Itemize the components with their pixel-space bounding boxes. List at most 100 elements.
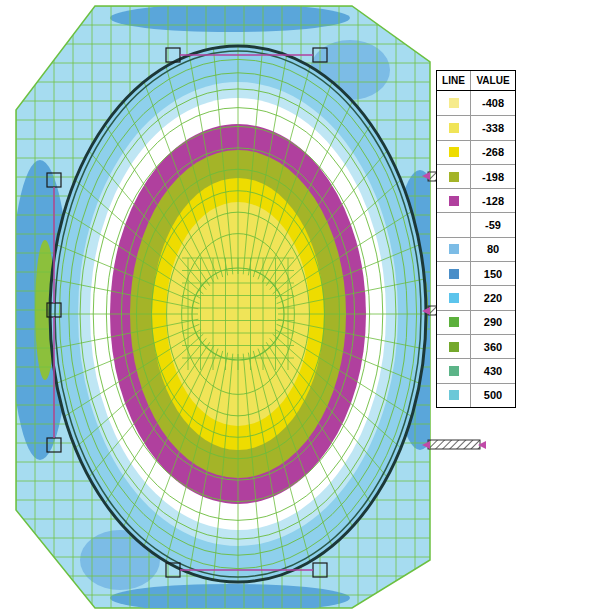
- mesh-line: [35, 0, 36, 615]
- mesh-line: [75, 334, 203, 448]
- outer-band: [50, 46, 426, 582]
- legend-row: 220: [437, 285, 515, 309]
- legend-row: 500: [437, 383, 515, 407]
- mesh-line: [213, 48, 232, 274]
- legend-swatch: [449, 98, 459, 108]
- mesh-line: [0, 25, 440, 26]
- legend-value: 360: [484, 341, 502, 353]
- legend-value: 150: [484, 268, 502, 280]
- mesh-line: [273, 334, 401, 448]
- mesh-line: [273, 180, 401, 294]
- legend-header: LINE VALUE: [437, 71, 515, 91]
- mesh-line: [89, 151, 206, 290]
- mesh-line: [262, 101, 352, 282]
- mesh-ring: [50, 46, 426, 582]
- mesh-line: [105, 342, 210, 503]
- mesh-line: [250, 258, 251, 370]
- edge-stress-patches: [10, 4, 450, 612]
- bolt-marks: [47, 48, 327, 577]
- mesh-line: [253, 351, 310, 562]
- legend-swatch: [449, 172, 459, 182]
- mesh-line: [243, 354, 262, 580]
- legend-row: 150: [437, 261, 515, 285]
- mesh-line: [266, 342, 371, 503]
- mesh-line: [144, 349, 218, 546]
- mesh-line: [16, 0, 17, 615]
- mesh-line: [266, 124, 371, 285]
- mesh-line: [278, 314, 426, 315]
- mesh-line: [182, 333, 294, 334]
- mesh-line: [278, 279, 425, 309]
- mesh-line: [270, 338, 387, 477]
- legend-value: 80: [487, 243, 499, 255]
- legend-row: -128: [437, 188, 515, 212]
- mesh-line: [275, 258, 276, 370]
- legend-value: -128: [482, 195, 504, 207]
- mesh-line: [105, 124, 210, 285]
- mesh-line: [182, 283, 294, 284]
- mesh-line: [238, 258, 239, 370]
- legend-value: -408: [482, 97, 504, 109]
- mesh-line: [144, 82, 218, 279]
- legend-table: LINE VALUE -408 -338 -268 -198 -128 -59 80 150 220…: [436, 70, 516, 408]
- column-header: VALUE: [476, 75, 509, 86]
- legend-swatch: [449, 220, 459, 230]
- legend-row: 290: [437, 310, 515, 334]
- mesh-line: [270, 151, 387, 290]
- mesh-line: [182, 295, 294, 296]
- mesh-line: [243, 48, 262, 274]
- mesh-line: [166, 351, 223, 562]
- mesh-line: [238, 46, 239, 274]
- legend-row: 80: [437, 237, 515, 261]
- legend-value: 290: [484, 316, 502, 328]
- legend-swatch: [449, 147, 459, 157]
- seal-line: [50, 46, 426, 582]
- legend-swatch: [449, 196, 459, 206]
- mesh-line: [248, 353, 286, 573]
- mesh-line: [0, 6, 440, 7]
- mesh-line: [238, 354, 239, 582]
- support-lines: [54, 55, 313, 570]
- seal-line: [55, 51, 421, 577]
- legend-value: -338: [482, 122, 504, 134]
- mesh-line: [213, 354, 232, 580]
- column-header: LINE: [442, 75, 465, 86]
- legend-row: -268: [437, 140, 515, 164]
- mesh-line: [189, 55, 227, 275]
- legend-value: -198: [482, 171, 504, 183]
- mesh-line: [182, 270, 294, 271]
- legend-swatch: [449, 342, 459, 352]
- mesh-line: [288, 258, 289, 370]
- plate-outline: [16, 6, 430, 608]
- mesh-line: [275, 329, 412, 416]
- legend-swatch: [449, 293, 459, 303]
- legend-row: 360: [437, 334, 515, 358]
- mesh-line: [248, 55, 286, 275]
- legend-value: 220: [484, 292, 502, 304]
- mesh-line: [166, 66, 223, 277]
- legend-swatch: [449, 269, 459, 279]
- mesh-line: [253, 66, 310, 277]
- mesh-line: [258, 82, 332, 279]
- legend-swatch: [449, 123, 459, 133]
- legend-row: -59: [437, 212, 515, 236]
- legend-row: -338: [437, 115, 515, 139]
- mesh-line: [124, 346, 214, 527]
- mesh-line: [258, 349, 332, 546]
- legend-swatch: [449, 366, 459, 376]
- legend-value: 430: [484, 365, 502, 377]
- legend-row: -198: [437, 164, 515, 188]
- mesh-line: [0, 595, 440, 596]
- legend-swatch: [449, 317, 459, 327]
- mesh-line: [50, 314, 198, 315]
- mesh-line: [182, 258, 294, 259]
- legend-swatch: [449, 244, 459, 254]
- mesh-line: [182, 308, 294, 309]
- legend-value: -59: [485, 219, 501, 231]
- mesh-line: [200, 258, 201, 370]
- mesh-line: [182, 358, 294, 359]
- mesh-line: [188, 258, 189, 370]
- mesh-line: [277, 324, 420, 383]
- legend-value: 500: [484, 389, 502, 401]
- mesh-line: [182, 320, 294, 321]
